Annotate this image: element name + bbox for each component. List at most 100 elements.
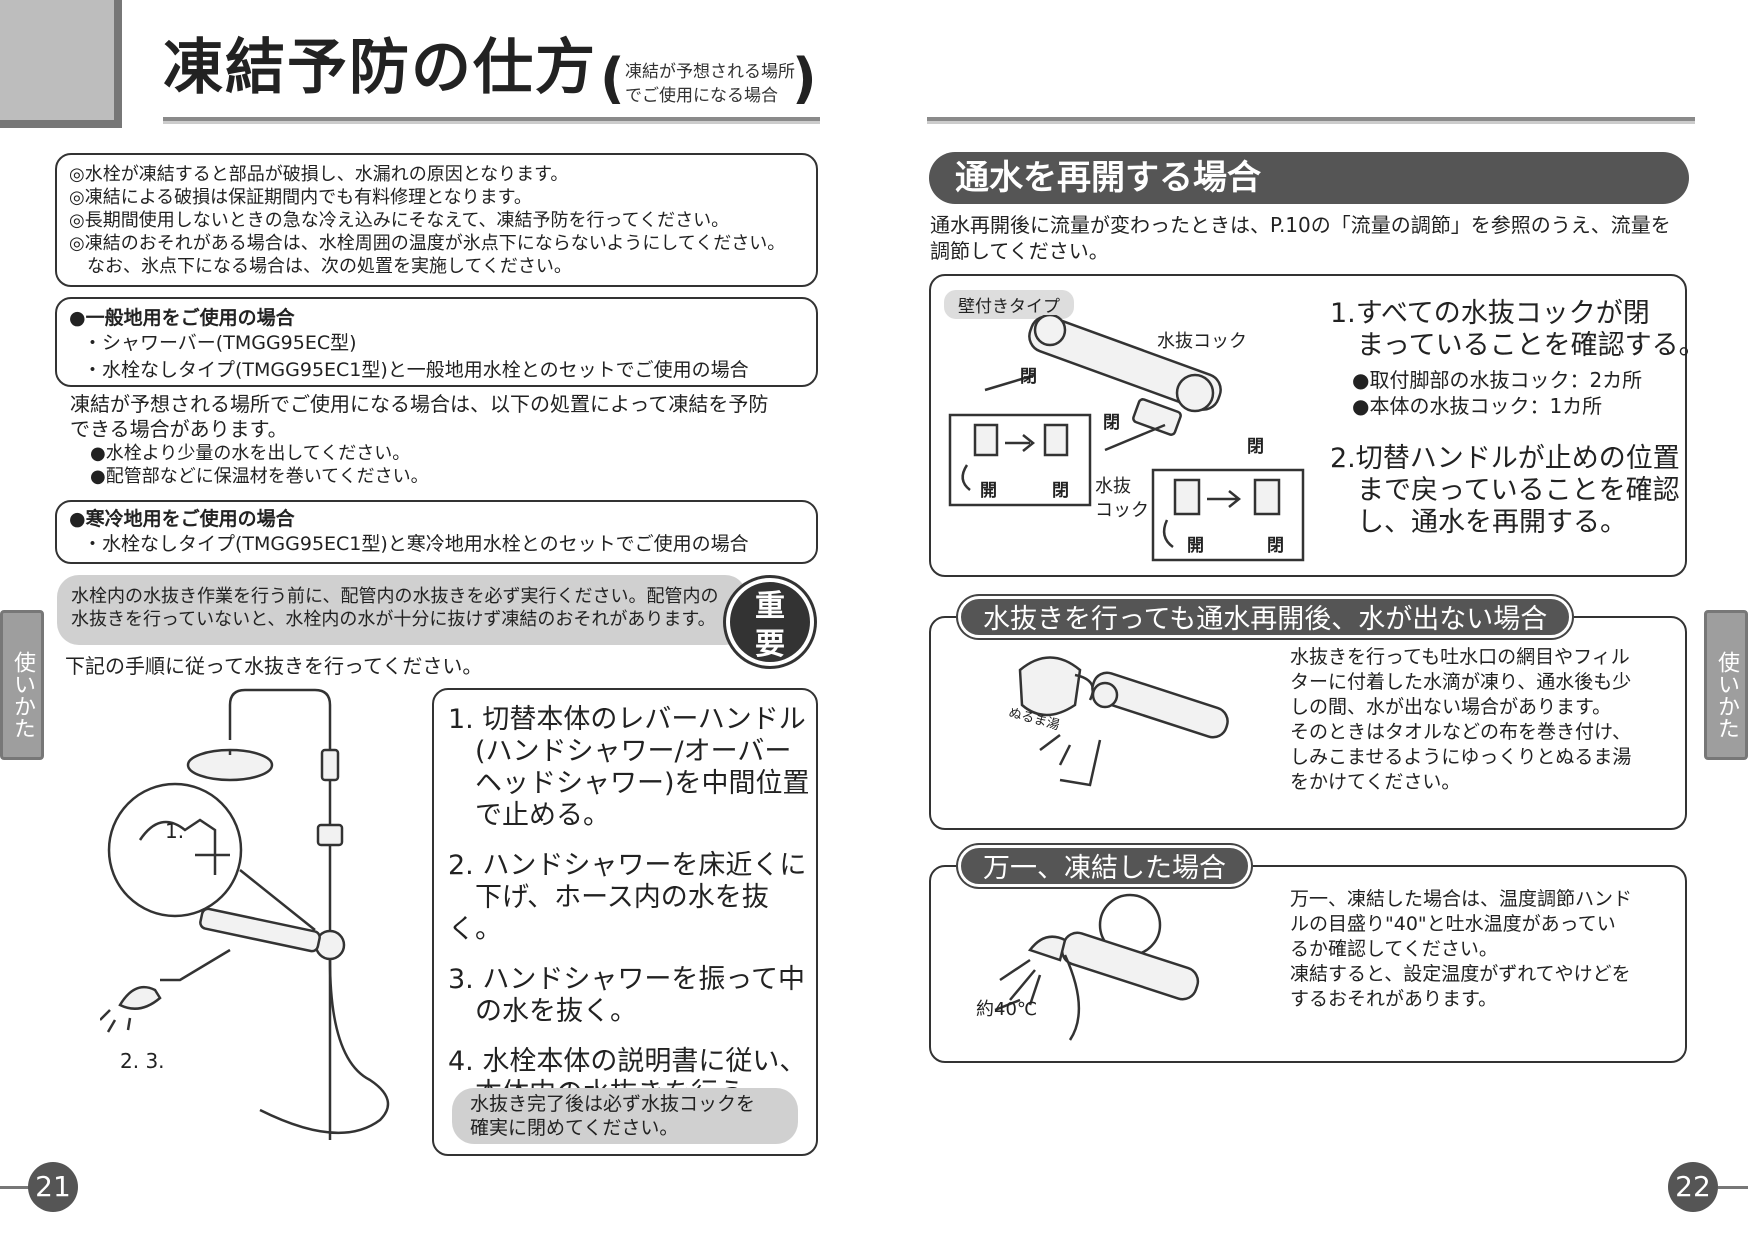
body-line: 万一、凍結した場合は、温度調節ハンド: [1290, 888, 1633, 910]
subtitle-line: でご使用になる場合: [625, 86, 778, 106]
resume-step-1-bullets: ●取付脚部の水抜コック：2カ所 ●本体の水抜コック：1カ所: [1352, 367, 1642, 419]
body-line: するおそれがあります。: [1290, 988, 1498, 1010]
faucet-body: [1028, 315, 1222, 411]
step-line: 2. ハンドシャワーを床近くに: [448, 850, 807, 881]
inset-box-right: [1151, 468, 1305, 562]
step-line: 下げ、ホース内の水を抜く。: [448, 882, 769, 945]
spray-lines: [999, 958, 1042, 1006]
no-water-body: 水抜きを行っても吐水口の網目やフィル ターに付着した水滴が凍り、通水後も少 しの…: [1290, 645, 1631, 795]
body-line: そのときはタオルなどの布を巻き付け、: [1290, 721, 1632, 743]
step-line: 2.切替ハンドルが止めの位置: [1330, 443, 1680, 474]
water-lines: [1039, 734, 1072, 766]
faucet-body: [1060, 931, 1200, 1001]
figure-label-23: 2. 3.: [120, 1049, 165, 1073]
step-note: 水抜き完了後は必ず水抜コックを 確実に閉めてください。: [452, 1088, 798, 1144]
step-line: 4. 水栓本体の説明書に従い、: [448, 1046, 807, 1077]
water-drops: [100, 1009, 132, 1033]
figure-label-1: 1.: [165, 819, 185, 843]
badge-char: 要: [755, 627, 785, 662]
open-label-2: 開: [1187, 536, 1204, 556]
general-bullet: ●配管部などに保温材を巻いてください。: [90, 466, 429, 487]
hand-shower-head: [118, 985, 162, 1010]
title-rule: [163, 117, 820, 124]
rotate-arrow-2: [1162, 519, 1174, 549]
inset-box-left: [948, 413, 1092, 507]
shower-hose: [1063, 954, 1081, 1041]
zoom-circle: [107, 782, 243, 918]
cold-area-box: ●寒冷地用をご使用の場合 ・水栓なしタイプ(TMGG95EC1型)と寒冷地用水栓…: [55, 500, 818, 564]
spout-block: [1132, 398, 1182, 436]
page-number-rule-right: [1718, 1186, 1748, 1189]
thermometer-line: [994, 998, 1021, 1012]
general-bullet: ●水栓より少量の水を出してください。: [90, 443, 411, 464]
no-water-illustration: [1018, 656, 1229, 787]
cold-header: ●寒冷地用をご使用の場合: [69, 508, 295, 530]
cock-closed: [1043, 423, 1069, 457]
general-area-box: ●一般地用をご使用の場合 ・シャワーバー(TMGG95EC型) ・水栓なしタイプ…: [55, 297, 818, 387]
body-line: 水抜きを行っても吐水口の網目やフィル: [1290, 646, 1630, 668]
label-line: コック: [1095, 500, 1149, 521]
warning-line: なお、氷点下になる場合は、次の処置を実施してください。: [69, 256, 572, 277]
temperature-label: 約40℃: [976, 999, 1038, 1020]
section-title: 通水を再開する場合: [929, 152, 1689, 204]
body-line: 凍結すると、設定温度がずれてやけどを: [1290, 963, 1631, 985]
body-line: ターに付着した水滴が凍り、通水後も少: [1290, 671, 1632, 693]
rotate-arrow: [961, 464, 971, 491]
general-item: ・水栓なしタイプ(TMGG95EC1型)と一般地用水栓とのセットでご使用の場合: [83, 359, 749, 381]
frozen-illustration: [994, 893, 1200, 1041]
faucet-handle: [1091, 681, 1119, 709]
label-line: 水抜: [1095, 476, 1131, 497]
important-note-line: 水栓内の水抜き作業を行う前に、配管内の水抜きを必ず実行ください。配管内の: [71, 586, 719, 607]
badge-char: 重: [755, 589, 785, 624]
step-line: ヘッドシャワー)を中間位置: [448, 768, 810, 799]
bar-clamp: [320, 748, 340, 782]
closed-label-1: 閉: [1020, 367, 1037, 387]
drain-cock-label-2: 水抜 コック: [1095, 475, 1149, 523]
frozen-box: [929, 865, 1687, 1063]
intro-line: 調節してください。: [930, 239, 1109, 263]
warning-line: ◎凍結のおそれがある場合は、水栓周囲の温度が氷点下にならないようにしてください。: [69, 233, 786, 254]
handle-right: [1175, 373, 1215, 413]
intro-line: 通水再開後に流量が変わったときは、P.10の「流量の調節」を参照のうえ、流量を: [930, 213, 1671, 237]
closed-label-5: 閉: [1267, 536, 1284, 556]
frozen-body: 万一、凍結した場合は、温度調節ハンド ルの目盛り"40"と吐水温度があってい る…: [1290, 887, 1632, 1012]
page-number-right: 22: [1668, 1162, 1718, 1212]
page-title: 凍結予防の仕方: [163, 33, 597, 103]
no-water-box: [929, 616, 1687, 830]
faucet-spout: [160, 948, 231, 982]
step-line: 1. 切替本体のレバーハンドル: [448, 704, 806, 735]
closed-label-4: 閉: [1052, 481, 1069, 501]
step-line: し、通水を再開する。: [1330, 507, 1627, 538]
subtitle-paren-open: (: [600, 47, 625, 110]
step-line: まで戻っていることを確認: [1330, 475, 1680, 506]
step-line: (ハンドシャワー/オーバー: [448, 736, 792, 767]
cold-item: ・水栓なしタイプ(TMGG95EC1型)と寒冷地用水栓とのセットでご使用の場合: [83, 533, 749, 555]
important-badge: 重 要: [726, 578, 814, 666]
frozen-title: 万一、凍結した場合: [958, 845, 1251, 887]
slide-bar-holder: [316, 823, 344, 847]
body-line: るか確認してください。: [1290, 938, 1498, 960]
arrow-2: [1207, 490, 1242, 508]
cock-closed-2: [1253, 478, 1281, 516]
faucet-body: [1091, 671, 1229, 739]
step-1: 1. 切替本体のレバーハンドル (ハンドシャワー/オーバー ヘッドシャワー)を中…: [448, 704, 816, 832]
right-top-rule: [927, 117, 1695, 124]
drain-cock-label: 水抜コック: [1157, 331, 1247, 352]
step-note-line: 確実に閉めてください。: [470, 1117, 679, 1139]
general-item: ・シャワーバー(TMGG95EC型): [83, 332, 357, 354]
subtitle-line: 凍結が予想される場所: [625, 62, 795, 82]
hand-shower-head: [1027, 935, 1067, 962]
hand-drawing: [138, 818, 230, 875]
warning-box: ◎水栓が凍結すると部品が破損し、水漏れの原因となります。 ◎凍結による破損は保証…: [55, 153, 818, 287]
cock-open-2: [1173, 478, 1201, 516]
side-tab-left: 使いかた: [0, 610, 44, 760]
no-water-title: 水抜きを行っても通水再開後、水が出ない場合: [958, 596, 1573, 638]
general-note-line: できる場合があります。: [70, 417, 288, 441]
resume-step-2: 2.切替ハンドルが止めの位置 まで戻っていることを確認 し、通水を再開する。: [1330, 443, 1680, 539]
step-note-line: 水抜き完了後は必ず水抜コックを: [470, 1093, 756, 1115]
open-label-1: 開: [980, 481, 997, 501]
arrow: [1005, 434, 1036, 452]
resume-step-1: 1.すべての水抜コックが閉 まっていることを確認する。: [1330, 298, 1706, 362]
step-2: 2. ハンドシャワーを床近くに 下げ、ホース内の水を抜く。: [448, 850, 816, 946]
closed-label-3: 閉: [1247, 437, 1264, 457]
